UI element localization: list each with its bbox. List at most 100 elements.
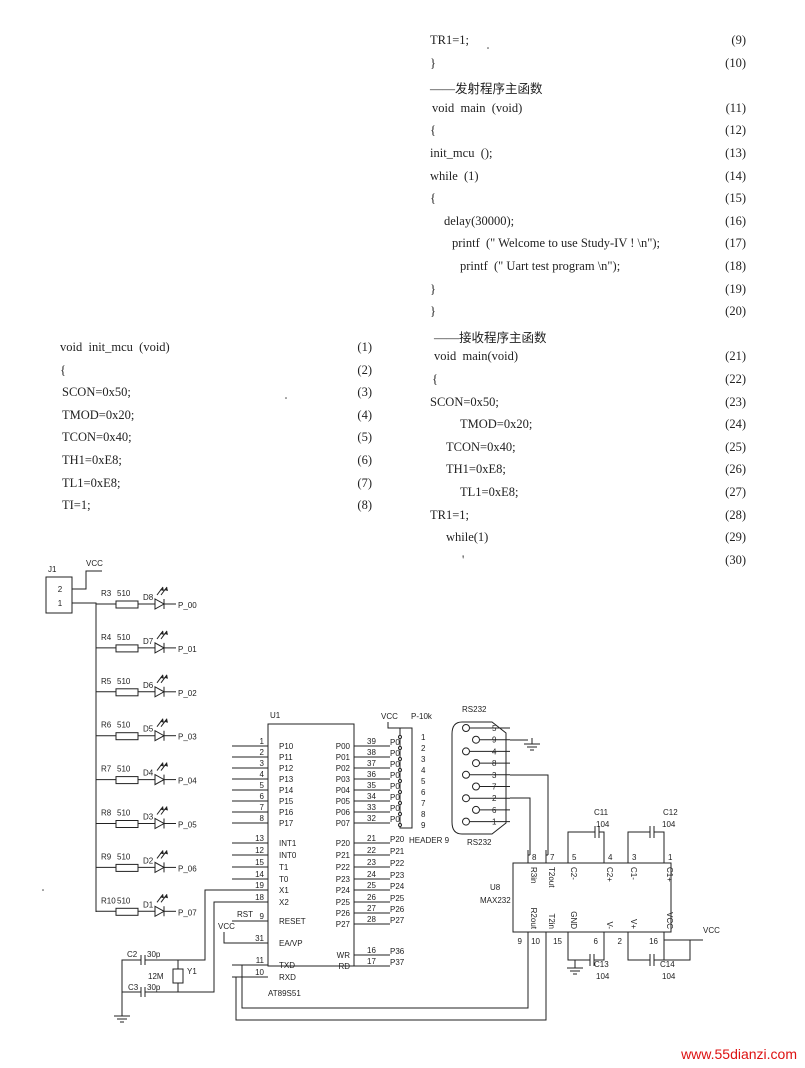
line-number: (2)	[357, 362, 372, 377]
mcu-chip	[267, 723, 355, 967]
pin-number: 34	[367, 792, 376, 801]
crystal-ref: Y1	[187, 967, 197, 976]
diode-ref: D7	[143, 637, 154, 646]
line-number: (27)	[725, 485, 746, 499]
header-name: P-10k	[411, 712, 433, 721]
diode-ref: D5	[143, 725, 154, 734]
header-pin-dot	[398, 746, 402, 750]
code-line: TR1=1;	[430, 33, 469, 47]
pin-signal: T0	[279, 875, 289, 884]
pin-signal: WR	[337, 951, 351, 960]
resistor	[115, 863, 139, 872]
header-pin: 4	[421, 766, 426, 775]
u8-label: U8	[490, 883, 501, 892]
net-label: P21	[390, 847, 405, 856]
code-line: {	[430, 191, 436, 206]
resistor-ref: R3	[101, 589, 112, 598]
net-label: P26	[390, 905, 405, 914]
pin-signal: P24	[336, 886, 351, 895]
c12-label: C12	[663, 808, 678, 817]
db9-pin-number: 1	[492, 818, 497, 827]
code-line: delay(30000);	[444, 213, 515, 228]
led-arrow	[164, 630, 168, 635]
line-number: (14)	[725, 168, 746, 183]
c2-label: C2	[127, 950, 138, 959]
net-label: P36	[390, 947, 405, 956]
net-label: P01	[390, 749, 405, 758]
pin-number: 8	[532, 853, 537, 862]
pin-signal: P02	[336, 764, 351, 773]
c11-label: C11	[594, 808, 609, 817]
pin-number: 12	[255, 846, 264, 855]
vcc-label: VCC	[703, 926, 720, 935]
code-line: TMOD=0x20;	[460, 417, 533, 432]
pin-signal: P03	[336, 775, 351, 784]
pin-number: 33	[367, 803, 376, 812]
db9-pin-number: 9	[492, 736, 497, 745]
pin-signal: RESET	[279, 917, 306, 926]
pin-signal: GND	[569, 911, 578, 929]
header-pin: 1	[421, 733, 426, 742]
pin-number: 36	[367, 770, 376, 779]
pin-number: 11	[256, 956, 265, 965]
line-number: (28)	[725, 507, 746, 522]
j1-pin: 1	[58, 599, 63, 608]
led-diode	[154, 817, 166, 830]
header-pin-dot	[398, 779, 402, 783]
code-line: init_mcu ();	[430, 146, 493, 160]
pin-number: 10	[531, 937, 540, 946]
pin-signal: C2+	[605, 867, 614, 882]
pin-signal: P17	[279, 819, 294, 828]
resistor-value: 510	[117, 589, 131, 598]
pin-signal: P12	[279, 764, 294, 773]
port-label: P_05	[178, 821, 197, 830]
pin-signal: P27	[336, 920, 351, 929]
resistor-ref: R8	[101, 809, 112, 818]
pin-signal: P00	[336, 742, 351, 751]
led-diode	[154, 642, 166, 654]
header-pin-dot	[398, 823, 402, 827]
c13-label: C13	[594, 960, 609, 969]
pin-number: 7	[260, 803, 265, 812]
pin-signal: INT1	[279, 839, 297, 848]
code-line: while(1)	[446, 530, 489, 545]
db9-pin	[472, 759, 480, 768]
line-number: (10)	[725, 55, 746, 70]
code-line: {	[60, 362, 66, 377]
db9-pin-number: 3	[492, 771, 497, 780]
db9-pin	[462, 794, 470, 803]
diode-ref: D8	[143, 593, 154, 602]
db9-pin	[462, 817, 470, 826]
diode-ref: D3	[143, 813, 154, 822]
line-number: (18)	[725, 259, 746, 273]
code-line: TL1=0xE8;	[460, 485, 519, 499]
line-number: (8)	[357, 498, 372, 513]
watermark: www.55dianzi.com	[681, 1046, 797, 1062]
pin-number: 24	[367, 870, 376, 879]
line-number: (21)	[725, 349, 746, 364]
pin-number: 37	[367, 759, 376, 768]
rst-label: RST	[237, 910, 253, 919]
header-pin-dot	[398, 735, 402, 739]
pin-number: 3	[632, 853, 637, 862]
led-arrow	[160, 850, 164, 855]
pin-number: 32	[367, 814, 376, 823]
resistor-value: 510	[117, 633, 131, 642]
code-line: {	[432, 372, 438, 386]
pin-signal: P20	[336, 839, 351, 848]
resistor-ref: R6	[101, 721, 112, 730]
pin-number: 6	[260, 792, 265, 801]
pin-number: 38	[367, 748, 376, 757]
net-label: P23	[390, 871, 405, 880]
line-number: (12)	[725, 123, 746, 138]
pin-signal: P23	[336, 875, 351, 884]
c12-value: 104	[662, 820, 676, 829]
resistor-ref: R9	[101, 852, 112, 861]
code-line: }	[430, 304, 436, 319]
led-arrow	[164, 674, 168, 679]
pin-signal: R2out	[529, 908, 538, 930]
resistor-value: 510	[117, 677, 131, 686]
resistor	[115, 907, 139, 916]
pin-signal: X1	[279, 886, 289, 895]
